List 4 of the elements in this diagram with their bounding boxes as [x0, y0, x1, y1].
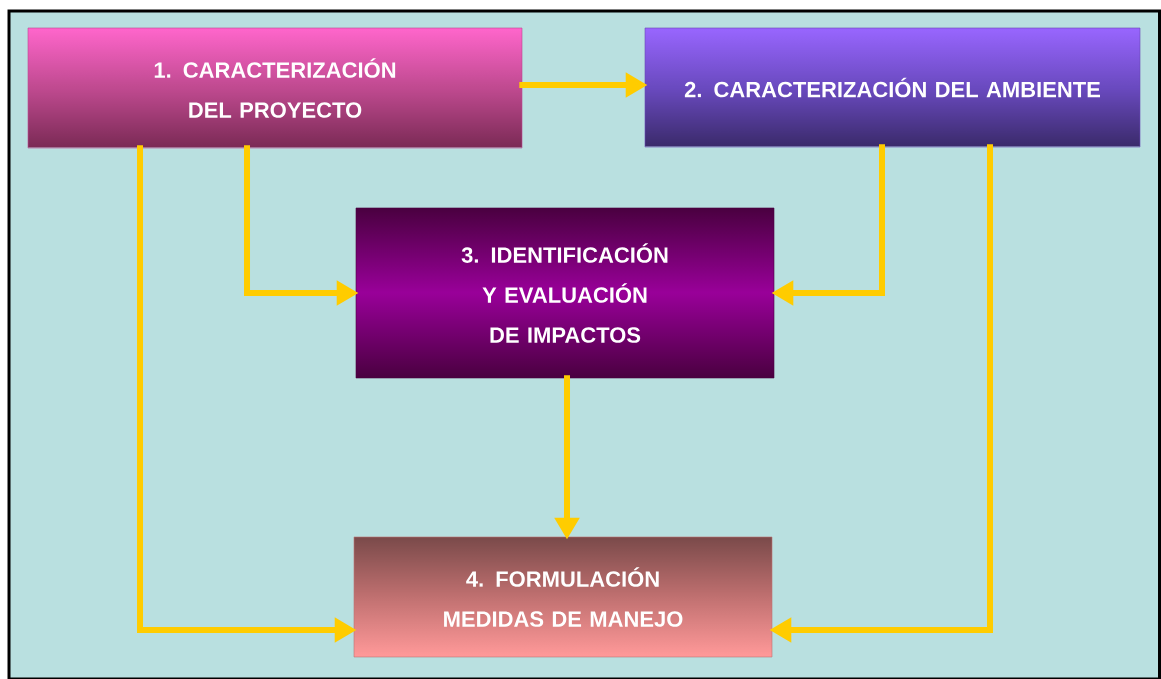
- process-box: 4. FORMULACIÓN MEDIDAS DE MANEJO: [353, 536, 773, 658]
- process-box: 2. CARACTERIZACIÓN DEL AMBIENTE: [644, 27, 1141, 148]
- process-box: 1. CARACTERIZACIÓN DEL PROYECTO: [27, 27, 523, 149]
- process-box: 3. IDENTIFICACIÓN Y EVALUACIÓN DE IMPACTOS: [355, 207, 775, 379]
